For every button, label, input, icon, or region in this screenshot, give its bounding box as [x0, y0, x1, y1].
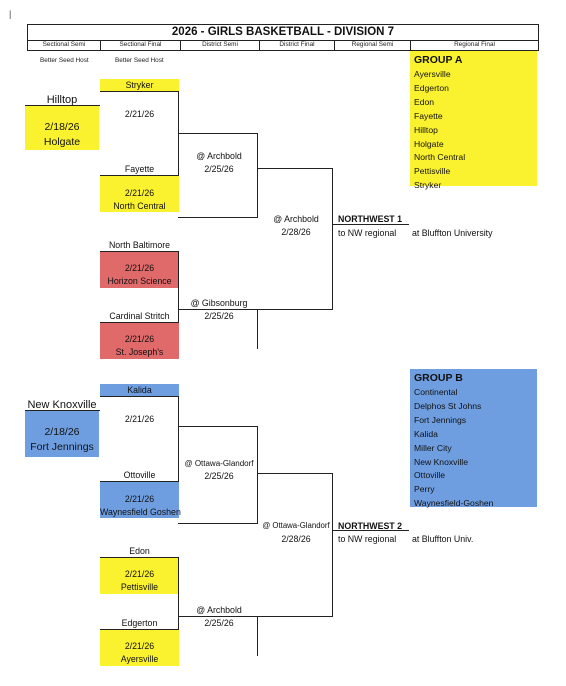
better-seed-note-1: Better Seed Host	[40, 57, 89, 64]
group-b-team: Fort Jennings	[414, 414, 467, 425]
df2-site: @ Ottawa-Glandorf	[262, 521, 330, 530]
corner-mark: |	[9, 9, 12, 19]
b-ds2-site: @ Archbold	[196, 605, 242, 615]
new-knoxville-label: New Knoxville	[27, 399, 97, 411]
waynesfield-goshen-box: 2/21/26 Waynesfield Goshen	[100, 481, 181, 518]
group-b-team: Kalida	[414, 428, 438, 439]
group-a-team: Edgerton	[414, 82, 449, 93]
df1-date: 2/28/26	[281, 227, 311, 237]
column-header-district-final: District Final	[259, 40, 335, 51]
group-b-team: Delphos St Johns	[414, 400, 482, 411]
hilltop-label: Hilltop	[46, 94, 78, 106]
group-a-team: Edon	[414, 96, 435, 107]
sf3-date: 2/21/26	[124, 263, 155, 273]
ds2-site: @ Gibsonburg	[190, 298, 248, 308]
sf3-team: Horizon Science	[107, 276, 172, 286]
hilltop-date: 2/18/26	[44, 121, 80, 133]
sectional-semi-box-top: 2/18/26 Holgate	[25, 106, 99, 150]
better-seed-note-2: Better Seed Host	[115, 57, 164, 64]
sf4-team: St. Joseph's	[115, 347, 164, 357]
group-a-team: Holgate	[414, 138, 444, 149]
group-b-team: Ottoville	[414, 470, 446, 481]
fayette-label: Fayette	[124, 164, 155, 174]
group-b-title: GROUP B	[414, 372, 463, 384]
north-baltimore-label: North Baltimore	[108, 240, 171, 250]
b-ds1-date: 2/25/26	[204, 471, 234, 481]
group-b-team: Waynesfield-Goshen	[414, 498, 494, 509]
column-header-district-semi: District Semi	[180, 40, 260, 51]
ayersville-box: 2/21/26 Ayersville	[100, 629, 179, 666]
horizon-science-box: 2/21/26 Horizon Science	[100, 251, 179, 288]
column-header-regional-final: Regional Final	[410, 40, 539, 51]
group-a-team: Ayersville	[414, 69, 451, 79]
b-sf4-date: 2/21/26	[124, 641, 155, 651]
regional-semi-title-2: NORTHWEST 2	[338, 521, 403, 531]
nk-date: 2/18/26	[44, 426, 80, 438]
df2-date: 2/28/26	[281, 534, 311, 544]
column-header-sectional-final: Sectional Final	[100, 40, 181, 51]
stryker-box: Stryker	[100, 79, 179, 91]
pettisville-box: 2/21/26 Pettisville	[100, 557, 179, 594]
group-a-title: GROUP A	[414, 54, 463, 66]
regional-semi-site-2: at Bluffton Univ.	[412, 534, 474, 544]
kalida-box: Kalida	[100, 384, 179, 396]
b-ds1-site: @ Ottawa-Glandorf	[184, 459, 254, 468]
group-b-team: Continental	[414, 387, 458, 397]
group-a-team: Hilltop	[414, 124, 438, 135]
b-sf3-date: 2/21/26	[124, 569, 155, 579]
column-header-regional-semi: Regional Semi	[334, 40, 411, 51]
cardinal-stritch-label: Cardinal Stritch	[109, 311, 170, 321]
edgerton-label: Edgerton	[121, 618, 158, 628]
group-b-panel: GROUP B Continental Delphos St Johns For…	[410, 369, 537, 508]
ds2-date: 2/25/26	[204, 311, 234, 321]
df1-site: @ Archbold	[273, 214, 319, 224]
sf1-date: 2/21/26	[124, 109, 155, 119]
north-central-box: 2/21/26 North Central	[100, 175, 179, 212]
hilltop-team: Holgate	[43, 136, 81, 148]
sf2-date: 2/21/26	[124, 188, 155, 198]
ottoville-label: Ottoville	[123, 470, 156, 480]
b-ds2-date: 2/25/26	[204, 618, 234, 628]
b-sf1-date: 2/21/26	[124, 414, 155, 424]
edon-label: Edon	[129, 546, 150, 556]
group-b-team: Perry	[414, 484, 435, 495]
regional-semi-title-1: NORTHWEST 1	[338, 214, 403, 224]
nk-team: Fort Jennings	[30, 441, 94, 453]
group-a-team: Pettisville	[414, 166, 451, 177]
st-josephs-box: 2/21/26 St. Joseph's	[100, 322, 179, 359]
regional-semi-sub-1: to NW regional	[338, 228, 397, 238]
group-a-team: Fayette	[414, 110, 443, 121]
group-a-team: Stryker	[414, 180, 442, 191]
group-a-panel: GROUP A Ayersville Edgerton Edon Fayette…	[410, 51, 537, 190]
page-title: 2026 - GIRLS BASKETBALL - DIVISION 7	[27, 24, 539, 41]
ds1-site: @ Archbold	[196, 151, 242, 161]
b-sf2-date: 2/21/26	[124, 494, 155, 504]
b-sf2-team: Waynesfield Goshen	[100, 507, 181, 517]
group-b-team: Miller City	[414, 442, 452, 453]
b-sf3-team: Pettisville	[120, 582, 159, 592]
sf4-date: 2/21/26	[124, 334, 155, 344]
regional-semi-site-1: at Bluffton University	[412, 228, 493, 238]
column-header-sectional-semi: Sectional Semi	[27, 40, 101, 51]
b-sf4-team: Ayersville	[120, 654, 159, 664]
sf2-team: North Central	[113, 201, 166, 211]
group-a-team: North Central	[414, 152, 466, 163]
ds1-date: 2/25/26	[204, 164, 234, 174]
sectional-semi-box-bottom: 2/18/26 Fort Jennings	[25, 411, 99, 457]
regional-semi-sub-2: to NW regional	[338, 534, 397, 544]
group-b-team: New Knoxville	[414, 456, 468, 467]
